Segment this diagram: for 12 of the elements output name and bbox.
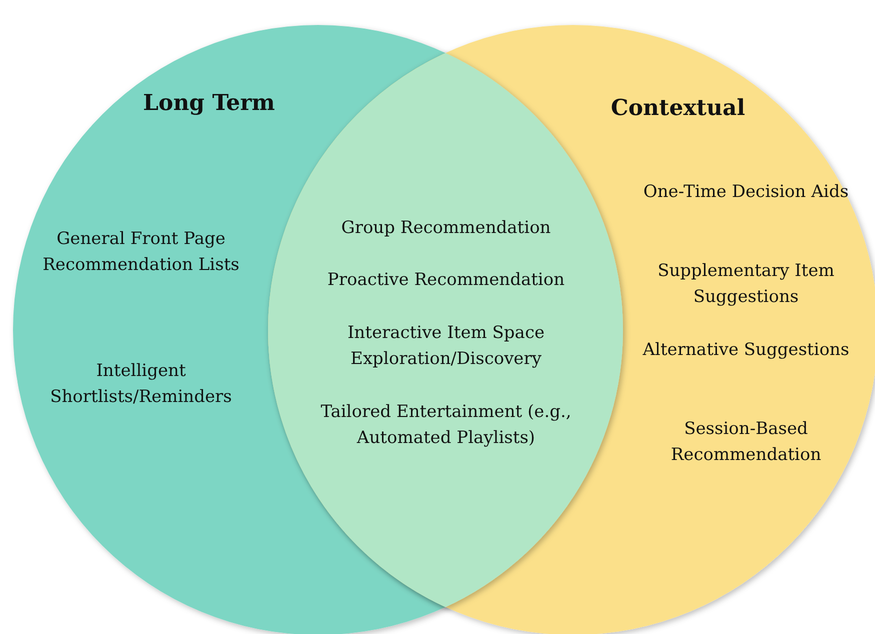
category-label: Tailored Entertainment (e.g., Automated Playlists) xyxy=(320,400,572,450)
category-label: Supplementary Item Suggestions xyxy=(656,260,836,309)
category-label: Alternative Suggestions xyxy=(642,339,850,362)
category-label: One-Time Decision Aids xyxy=(642,181,850,204)
category-label: Interactive Item Space Exploration/Discovery xyxy=(346,322,546,371)
category-label: Proactive Recommendation xyxy=(326,268,566,292)
category-label: Session-Based Recommendation xyxy=(670,418,822,467)
set-title: Long Term xyxy=(142,90,276,116)
category-label: Group Recommendation xyxy=(340,216,552,240)
set-title: Contextual xyxy=(610,95,746,121)
category-label: General Front Page Recommendation Lists xyxy=(42,228,240,277)
category-label: Intelligent Shortlists/Reminders xyxy=(49,360,233,409)
